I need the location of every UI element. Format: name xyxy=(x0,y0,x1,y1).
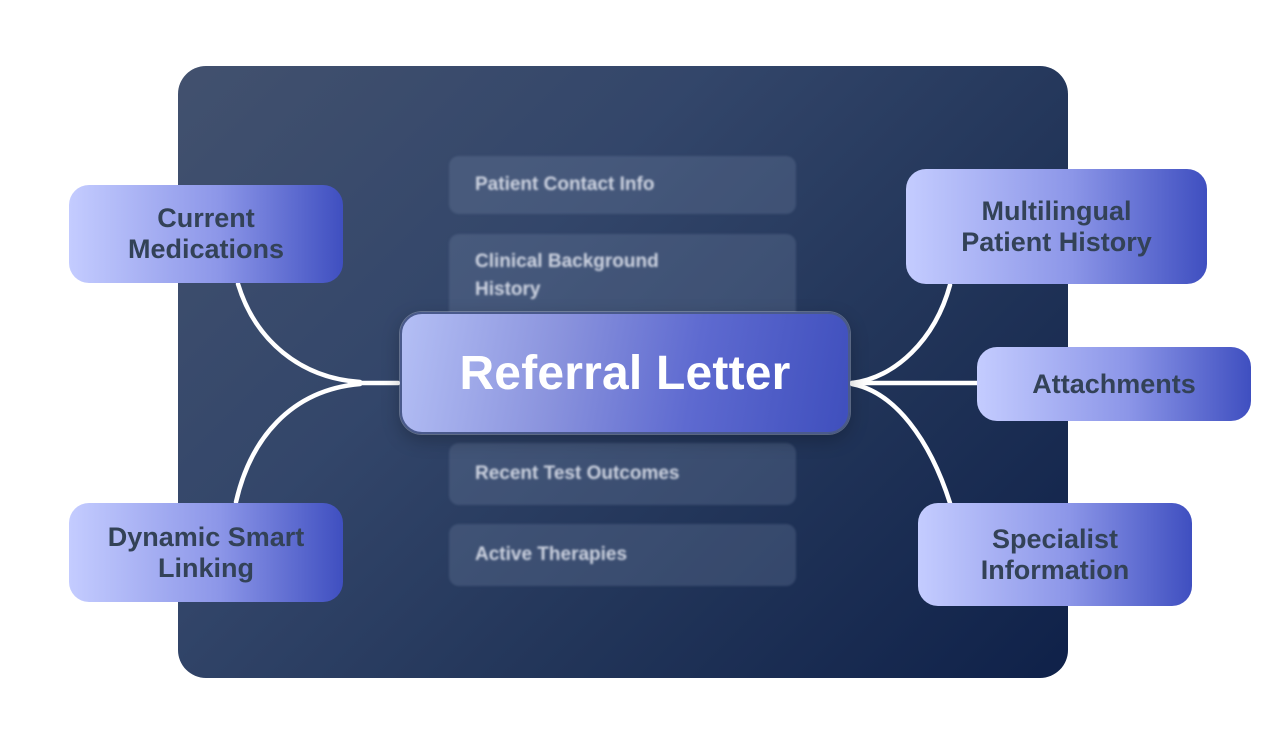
referral-letter-label: Referral Letter xyxy=(459,346,791,400)
section-active-therapies: Active Therapies xyxy=(449,524,796,586)
node-attachments: Attachments xyxy=(977,347,1251,421)
node-label: Attachments xyxy=(1032,368,1196,399)
section-recent-test-outcomes: Recent Test Outcomes xyxy=(449,443,796,505)
node-label: Current Medications xyxy=(127,203,285,264)
node-label: Multilingual Patient History xyxy=(961,195,1152,257)
node-label: Dynamic Smart Linking xyxy=(107,521,305,583)
section-label: Active Therapies xyxy=(475,544,628,565)
node-specialist-information: Specialist Information xyxy=(918,503,1192,606)
referral-letter-node: Referral Letter xyxy=(400,312,850,434)
section-label: Clinical Background History xyxy=(475,251,659,300)
node-current-medications: Current Medications xyxy=(69,185,343,283)
node-dynamic-smart-linking: Dynamic Smart Linking xyxy=(69,503,343,602)
node-multilingual-patient-history: Multilingual Patient History xyxy=(906,169,1207,284)
section-patient-contact-info: Patient Contact Info xyxy=(449,156,796,214)
section-label: Patient Contact Info xyxy=(475,174,655,195)
node-label: Specialist Information xyxy=(980,523,1130,585)
section-label: Recent Test Outcomes xyxy=(475,463,680,484)
section-clinical-background-history: Clinical Background History xyxy=(449,234,796,324)
